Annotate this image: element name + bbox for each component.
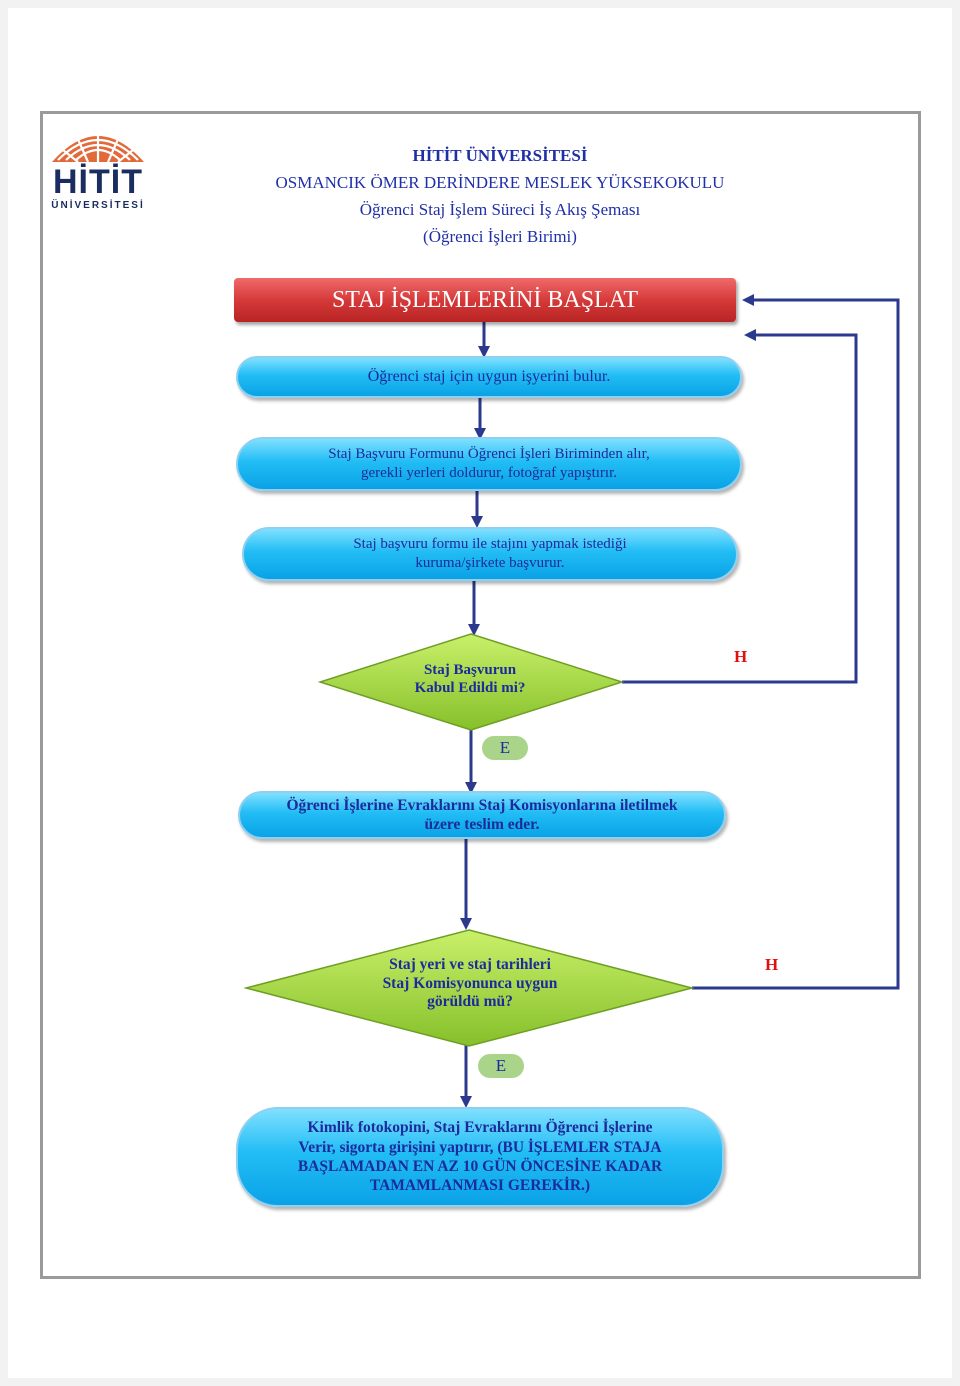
header-school: OSMANCIK ÖMER DERİNDERE MESLEK YÜKSEKOKU… [275, 173, 725, 192]
loop-decision2-no [692, 294, 900, 990]
decision2-text-line1: Staj yeri ve staj tarihleri [389, 956, 551, 973]
step3-text-line2: kuruma/şirkete başvurur. [415, 555, 565, 571]
decision2-text-line2: Staj Komisyonunca uygun [382, 974, 558, 992]
process-step-4: Öğrenci İşlerine Evraklarını Staj Komisy… [238, 791, 726, 839]
header-university: HİTİT ÜNİVERSİTESİ [412, 146, 588, 165]
header-unit: (Öğrenci İşleri Birimi) [423, 227, 577, 246]
logo-wordmark: HİTİT [53, 163, 143, 201]
decision-1-label: Staj Başvurun Kabul Edildi mi? [380, 661, 560, 697]
process-step-1: Öğrenci staj için uygun işyerini bulur. [236, 356, 742, 398]
step3-text-line1: Staj başvuru formu ile stajını yapmak is… [353, 536, 627, 553]
decision1-text-line2: Kabul Edildi mi? [414, 680, 526, 696]
step1-text: Öğrenci staj için uygun işyerini bulur. [367, 368, 611, 385]
decision-1-no-label: H [734, 647, 748, 666]
flowchart-frame [40, 111, 921, 1279]
step5-text-line3: BAŞLAMADAN EN AZ 10 GÜN ÖNCESİNE KADAR [297, 1158, 663, 1175]
step5-text-line4: TAMAMLANMASI GEREKİR.) [369, 1177, 591, 1195]
process-step-3: Staj başvuru formu ile stajını yapmak is… [242, 527, 738, 581]
decision-1-yes-label: E [482, 736, 528, 760]
decision-1-diamond [318, 633, 624, 731]
decision-2-yes-label: E [478, 1054, 524, 1078]
decision1-text-line1: Staj Başvurun [423, 662, 517, 678]
step4-text-line2: üzere teslim eder. [424, 816, 540, 833]
decision-2-diamond [244, 929, 694, 1047]
step5-text-line2: Verir, sigorta girişini yaptırır, (BU İŞ… [298, 1138, 662, 1156]
decision-2-no-label: H [765, 955, 779, 974]
decision-2-label: Staj yeri ve staj tarihleri Staj Komisyo… [340, 956, 600, 1012]
step4-text-line1: Öğrenci İşlerine Evraklarını Staj Komisy… [286, 796, 678, 814]
logo-subtitle: ÜNİVERSİTESİ [51, 200, 145, 211]
process-step-5: Kimlik fotokopini, Staj Evraklarını Öğre… [236, 1107, 724, 1207]
loop-decision1-no [622, 329, 858, 684]
university-logo: HİTİT ÜNİVERSİTESİ [44, 116, 152, 214]
step5-text-line1: Kimlik fotokopini, Staj Evraklarını Öğre… [307, 1119, 653, 1137]
start-button: STAJ İŞLEMLERİNİ BAŞLAT [234, 278, 736, 322]
decision2-text-line3: görüldü mü? [427, 993, 513, 1011]
header-process-title: Öğrenci Staj İşlem Süreci İş Akış Şeması [359, 200, 641, 219]
process-step-2: Staj Başvuru Formunu Öğrenci İşleri Biri… [236, 437, 742, 491]
step2-text-line1: Staj Başvuru Formunu Öğrenci İşleri Biri… [328, 446, 650, 463]
step2-text-line2: gerekli yerleri doldurur, fotoğraf yapış… [361, 465, 617, 481]
logo-dome-icon [52, 122, 144, 163]
